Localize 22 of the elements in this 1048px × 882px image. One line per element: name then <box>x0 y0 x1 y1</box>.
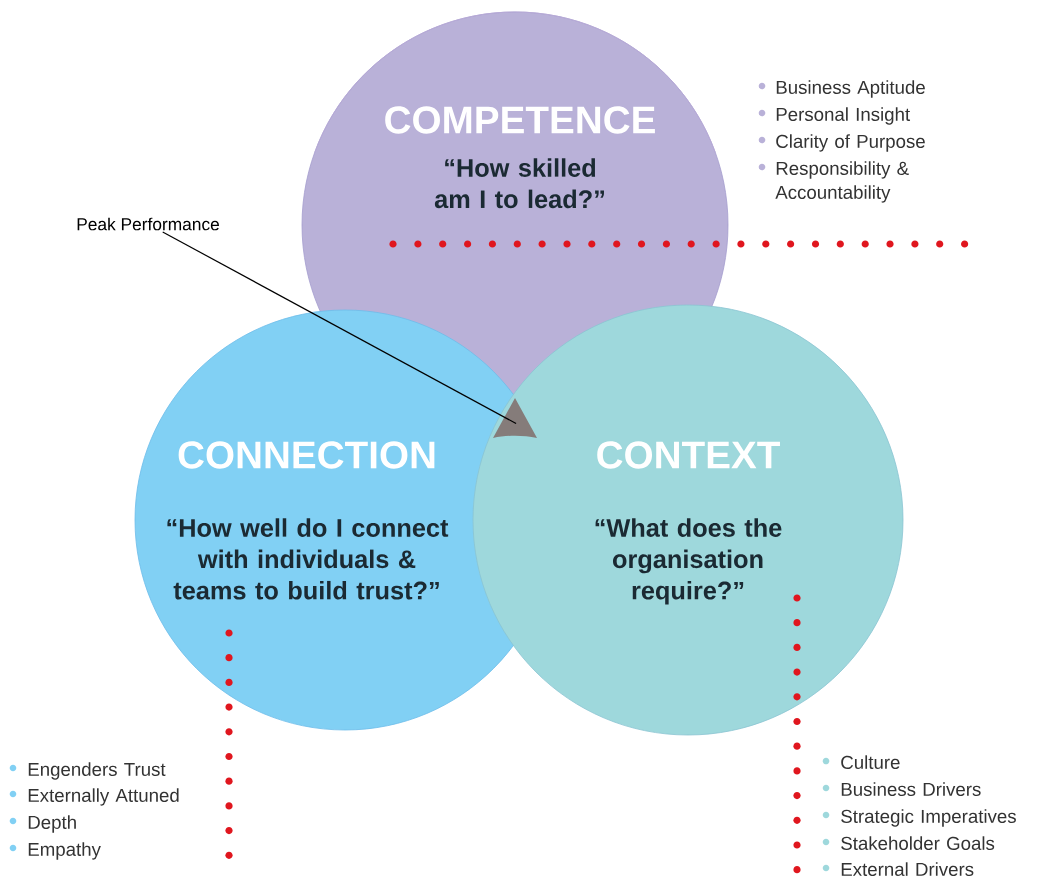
list-item: External Drivers <box>841 862 974 876</box>
list-item: Responsibility & Accountability <box>775 161 909 203</box>
circle-heading: CONTEXT <box>597 441 780 469</box>
circle-heading: COMPETENCE <box>385 106 655 134</box>
list-item: Culture <box>841 755 900 769</box>
list-item: Strategic Imperatives <box>841 809 1016 827</box>
list-item: Depth <box>28 815 76 833</box>
leader-line <box>162 231 517 425</box>
question-text: “How skilled am I to lead?” <box>434 158 604 209</box>
list-item: Business Drivers <box>841 782 981 796</box>
list-item: Clarity of Purpose <box>776 134 925 152</box>
list-item: Externally Attuned <box>28 788 179 806</box>
list-item: Stakeholder Goals <box>841 836 995 850</box>
question-text: “How well do I connect with individuals & teams to build trust?” <box>167 518 449 600</box>
list-item: Engenders Trust <box>28 762 166 780</box>
list-item: Empathy <box>28 842 101 860</box>
list-item: Personal Insight <box>776 107 910 125</box>
callout-text: Peak Performance <box>77 217 219 231</box>
overlap-triangle <box>493 398 537 438</box>
question-text: “What does the organisation require?” <box>595 518 782 605</box>
circle-heading: CONNECTION <box>178 441 435 469</box>
list-item: Business Aptitude <box>776 80 925 98</box>
